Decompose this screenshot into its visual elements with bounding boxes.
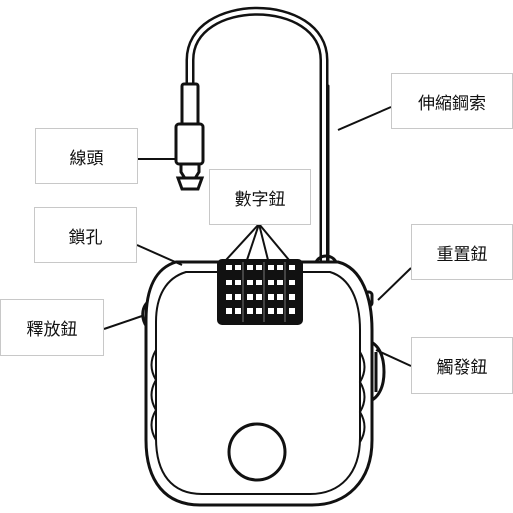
label-flexible-cable: 伸縮鋼索: [391, 73, 513, 129]
leader-lines: [103, 106, 412, 367]
label-trigger-button: 觸發鈕: [411, 337, 513, 394]
keyhole-circle: [227, 422, 287, 482]
cable-end-fitting: [174, 82, 205, 191]
label-release-button: 釋放鈕: [0, 299, 104, 356]
lock-body: [141, 254, 386, 507]
label-cable-end: 線頭: [35, 128, 138, 184]
label-digit-wheels: 數字鈕: [209, 169, 311, 225]
label-reset-button: 重置鈕: [411, 224, 513, 280]
steel-cable: [185, 6, 330, 267]
digit-wheels: [217, 259, 303, 325]
label-keyhole: 鎖孔: [34, 207, 137, 263]
